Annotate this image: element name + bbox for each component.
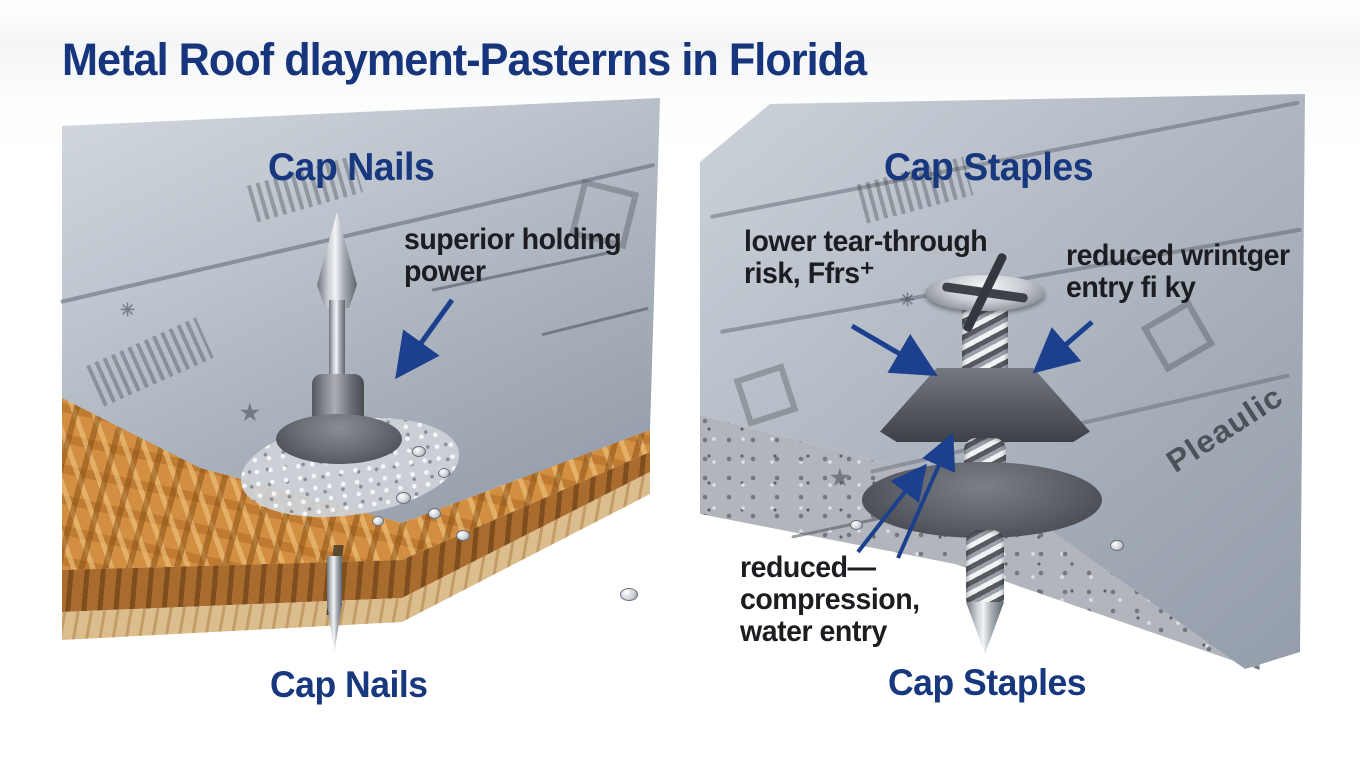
right-panel: ★ ✳ Pleaulic <box>680 0 1360 768</box>
round-washer <box>862 462 1102 538</box>
debris-droplet <box>428 508 441 519</box>
screw-point <box>966 602 1004 654</box>
annotation-line: reduced— <box>740 551 876 584</box>
debris-droplet <box>620 588 638 601</box>
debris-droplet <box>412 446 426 457</box>
right-annotation-wind-entry: reduced wrintger entry fi ky <box>1066 240 1290 304</box>
right-annotation-tear-through: lower tear-through risk, Ffrs⁺ <box>744 225 988 290</box>
right-heading: Cap Staples <box>884 146 1094 189</box>
print-mark: ✳ <box>900 290 916 310</box>
annotation-line: entry fi ky <box>1066 270 1196 304</box>
debris-droplet <box>438 468 450 478</box>
nail-cap-dome <box>276 414 402 464</box>
debris-droplet <box>372 516 384 526</box>
annotation-line: compression, <box>740 582 920 616</box>
right-annotation-compression: reduced— compression, water entry <box>740 552 920 647</box>
left-annotation-superior-holding: superior holding power <box>404 223 622 288</box>
nail-point-bottom <box>327 604 342 652</box>
debris-droplet <box>396 492 411 504</box>
screw-thread-below-deck <box>966 530 1004 610</box>
annotation-line: power <box>404 254 486 288</box>
left-heading: Cap Nails <box>268 146 435 189</box>
nail-shank-below-deck <box>327 556 342 606</box>
debris-droplet <box>850 520 863 530</box>
print-mark: ★ <box>830 465 850 490</box>
annotation-line: superior holding <box>404 223 622 256</box>
debris-droplet <box>456 530 470 541</box>
annotation-line: risk, Ffrs⁺ <box>744 256 875 290</box>
debris-droplet <box>1110 540 1124 551</box>
annotation-line: lower tear-through <box>744 225 988 258</box>
right-footer-label: Cap Staples <box>888 662 1087 703</box>
print-mark: ✳ <box>120 300 136 320</box>
nail-shank <box>329 300 345 384</box>
left-panel: ★ ✳ <box>60 98 660 652</box>
left-footer-label: Cap Nails <box>270 664 428 705</box>
annotation-line: water entry <box>740 614 887 648</box>
print-mark: ★ <box>240 400 260 425</box>
annotation-line: reduced wrintger <box>1066 239 1290 272</box>
diagram-title: Metal Roof dlayment-Pasterrns in Florida <box>62 34 867 85</box>
